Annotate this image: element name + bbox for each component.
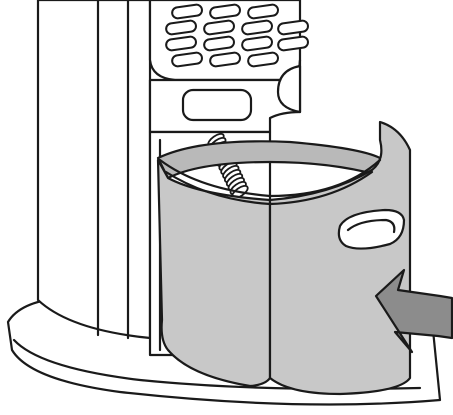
tank-handle-inner	[346, 218, 396, 234]
vent-slot	[165, 35, 197, 52]
vent-slot	[203, 19, 235, 36]
side-button	[276, 64, 302, 114]
tower-body	[36, 0, 152, 340]
vent-slot	[247, 3, 279, 20]
vent-slot	[209, 3, 241, 20]
vent-slot	[171, 51, 203, 68]
front-button	[181, 88, 253, 122]
vent-slot	[165, 19, 197, 36]
tank-rim	[158, 158, 382, 198]
vent-slot	[241, 19, 273, 36]
vent-slot	[209, 51, 241, 68]
vent-slot	[277, 35, 309, 52]
vent-slot	[277, 19, 309, 36]
insert-direction-arrow-icon	[374, 268, 453, 354]
vent-slot	[171, 3, 203, 20]
vent-slot	[241, 35, 273, 52]
tank-front-shell	[268, 120, 412, 396]
vent-slot	[203, 35, 235, 52]
vent-slot	[247, 51, 279, 68]
vent-grille	[165, 3, 309, 68]
tank-rim-inner	[164, 170, 374, 206]
